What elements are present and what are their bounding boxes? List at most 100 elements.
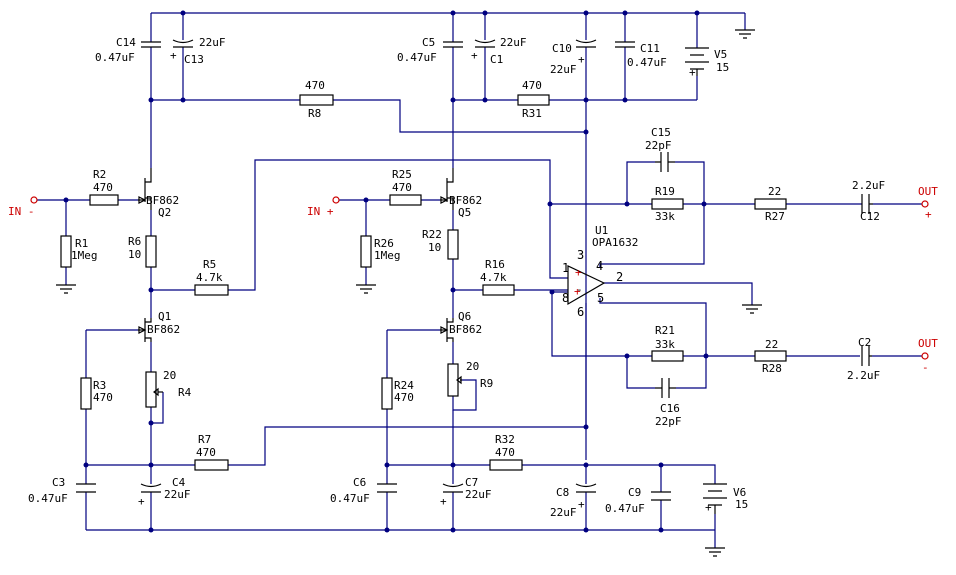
ground-symbol xyxy=(735,29,755,39)
resistor-r25 xyxy=(389,194,422,206)
q2-ref: Q2 xyxy=(158,206,171,219)
opamp-pin-8: 8 xyxy=(562,291,569,305)
out-plus-label: OUT xyxy=(918,185,938,198)
r21-ref: R21 xyxy=(655,324,675,337)
c8-value: 22uF xyxy=(550,506,577,519)
q1-type: BF862 xyxy=(147,323,180,336)
opamp-pin-3: 3 xyxy=(577,248,584,262)
r4-ref: R4 xyxy=(178,386,192,399)
capacitor-c5 xyxy=(443,41,463,48)
out-minus-sign: - xyxy=(922,361,929,374)
c3-ref: C3 xyxy=(52,476,65,489)
r7-value: 470 xyxy=(196,446,216,459)
r19-ref: R19 xyxy=(655,185,675,198)
output-plus-terminal xyxy=(921,200,929,208)
c4-plus: + xyxy=(138,495,145,508)
input-minus-terminal xyxy=(30,196,38,204)
ground-symbol xyxy=(56,284,76,294)
c12-value: 2.2uF xyxy=(852,179,885,192)
c7-ref: C7 xyxy=(465,476,478,489)
opamp-pin-4: 4 xyxy=(596,259,603,273)
c1-plus: + xyxy=(471,49,478,62)
q6-ref: Q6 xyxy=(458,310,471,323)
ground-symbol xyxy=(705,547,725,557)
r26-ref: R26 xyxy=(374,237,394,250)
capacitor-c16 xyxy=(655,378,676,398)
r24-value: 470 xyxy=(394,391,414,404)
c7-value: 22uF xyxy=(465,488,492,501)
c11-value: 0.47uF xyxy=(627,56,667,69)
r9-value: 20 xyxy=(466,360,479,373)
jfet-q1 xyxy=(138,318,152,342)
r8-ref: R8 xyxy=(308,107,321,120)
r5-value: 4.7k xyxy=(196,271,223,284)
r1-value: 1Meg xyxy=(71,249,98,262)
capacitor-c15 xyxy=(655,152,675,172)
q6-type: BF862 xyxy=(449,323,482,336)
c14-ref: C14 xyxy=(116,36,136,49)
c13-value: 22uF xyxy=(199,36,226,49)
c13-plus: + xyxy=(170,49,177,62)
c16-value: 22pF xyxy=(655,415,682,428)
opamp-pin-2: 2 xyxy=(616,270,623,284)
c15-ref: C15 xyxy=(651,126,671,139)
input-plus-terminal xyxy=(332,196,340,204)
battery-v6 xyxy=(703,483,727,514)
r24-ref: R24 xyxy=(394,379,414,392)
junction-dots xyxy=(63,10,709,533)
v6-value: 15 xyxy=(735,498,748,511)
resistor-r24 xyxy=(381,377,393,410)
opamp-pin-5: 5 xyxy=(597,291,604,305)
q2-type: BF862 xyxy=(146,194,179,207)
r3-value: 470 xyxy=(93,391,113,404)
ground-symbol xyxy=(356,284,376,294)
c6-ref: C6 xyxy=(353,476,366,489)
c4-ref: C4 xyxy=(172,476,186,489)
capacitor-c6 xyxy=(377,483,397,493)
jfet-q6 xyxy=(440,318,454,342)
c12-ref: C12 xyxy=(860,210,880,223)
opamp-input-minus: - xyxy=(576,283,583,296)
v5-plus: + xyxy=(689,66,696,79)
r16-value: 4.7k xyxy=(480,271,507,284)
v6-ref: V6 xyxy=(733,486,746,499)
v5-value: 15 xyxy=(716,61,729,74)
resistor-r3 xyxy=(80,377,92,410)
opamp-u1 xyxy=(567,265,606,306)
c9-value: 0.47uF xyxy=(605,502,645,515)
q5-type: BF862 xyxy=(449,194,482,207)
resistor-r19 xyxy=(651,198,684,210)
c16-ref: C16 xyxy=(660,402,680,415)
c13-ref: C13 xyxy=(184,53,204,66)
capacitor-c8 xyxy=(575,483,597,493)
labels: C14 0.47uF 22uF C13 + C5 0.47uF 22uF C1 … xyxy=(8,36,938,519)
resistors xyxy=(60,94,787,471)
q1-ref: Q1 xyxy=(158,310,171,323)
capacitor-c10 xyxy=(575,39,597,48)
c5-value: 0.47uF xyxy=(397,51,437,64)
potentiometer-r4 xyxy=(145,371,163,408)
r3-ref: R3 xyxy=(93,379,106,392)
r27-ref: R27 xyxy=(765,210,785,223)
capacitor-c13 xyxy=(172,39,194,48)
r2-value: 470 xyxy=(93,181,113,194)
capacitor-c9 xyxy=(651,491,671,501)
r27-value: 22 xyxy=(768,185,781,198)
c1-ref: C1 xyxy=(490,53,503,66)
potentiometer-r9 xyxy=(447,363,462,397)
opamp-pin-1: 1 xyxy=(562,261,569,275)
r21-value: 33k xyxy=(655,338,675,351)
ground-symbol xyxy=(742,304,762,314)
r5-ref: R5 xyxy=(203,258,216,271)
batteries xyxy=(685,47,727,514)
c2-ref: C2 xyxy=(858,336,871,349)
r2-ref: R2 xyxy=(93,168,106,181)
jfet-q5 xyxy=(440,168,454,210)
opamp-input-plus: + xyxy=(575,266,582,279)
jfets xyxy=(138,168,454,342)
r16-ref: R16 xyxy=(485,258,505,271)
resistor-r2 xyxy=(89,194,119,206)
c1-value: 22uF xyxy=(500,36,527,49)
r6-ref: R6 xyxy=(128,235,141,248)
